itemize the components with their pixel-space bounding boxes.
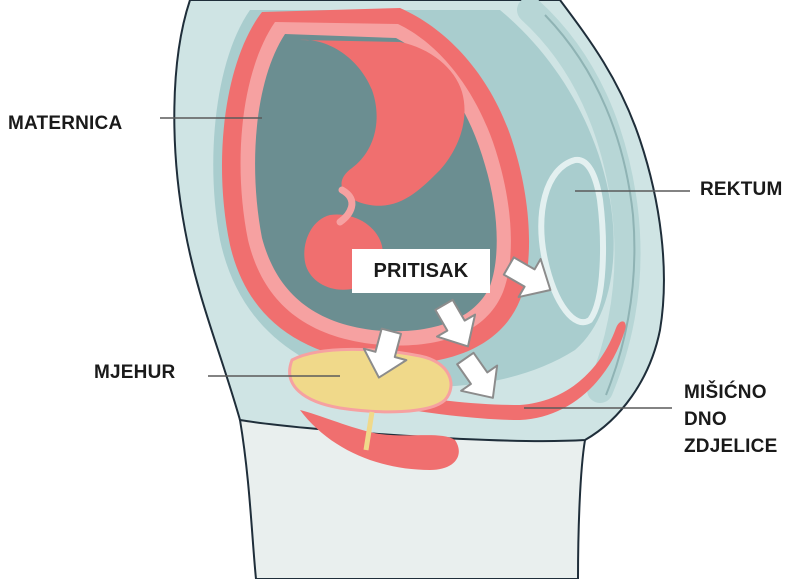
label-pelvic-floor-line3: ZDJELICE [684, 433, 777, 460]
label-pelvic-floor-line1: MIŠIĆNO [684, 379, 777, 406]
label-pelvic-floor: MIŠIĆNO DNO ZDJELICE [684, 379, 777, 460]
label-pelvic-floor-line2: DNO [684, 406, 777, 433]
label-pressure: PRITISAK [352, 249, 490, 293]
label-uterus: MATERNICA [8, 110, 122, 137]
label-rectum: REKTUM [700, 176, 782, 203]
label-bladder: MJEHUR [94, 359, 175, 386]
